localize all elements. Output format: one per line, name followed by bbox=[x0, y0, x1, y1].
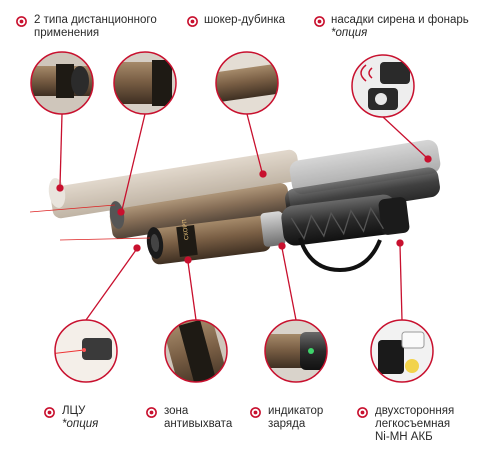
feature-siren-flashlight: насадки сирена и фонарь *опция bbox=[331, 14, 469, 39]
detail-stun-head bbox=[113, 51, 177, 115]
feature-stun-baton: шокер-дубинка bbox=[204, 14, 286, 26]
target-ring-icon bbox=[146, 407, 157, 418]
product-label: СКОРП bbox=[182, 219, 190, 240]
detail-battery bbox=[370, 319, 434, 383]
target-ring-icon bbox=[16, 16, 27, 27]
baton-front: СКОРП bbox=[146, 194, 410, 273]
baton-extended-ghost bbox=[48, 139, 441, 219]
target-ring-icon bbox=[187, 16, 198, 27]
target-ring-icon bbox=[314, 16, 325, 27]
detail-charge-indicator bbox=[264, 319, 328, 383]
target-ring-icon bbox=[250, 407, 261, 418]
detail-laser-pointer bbox=[54, 319, 118, 383]
detail-baton-body bbox=[215, 51, 279, 115]
detail-siren-flashlight bbox=[351, 54, 415, 118]
callout-connectors bbox=[56, 113, 432, 321]
laser-beam bbox=[29, 204, 116, 213]
detail-anti-grab bbox=[164, 319, 228, 383]
feature-battery: двухсторонняя легкосъемная Ni-MH АКБ bbox=[375, 405, 455, 443]
feature-laser: ЛЦУ *опция bbox=[62, 405, 99, 430]
feature-remote-types: 2 типа дистанционного применения bbox=[34, 14, 157, 39]
feature-anti-grab: зона антивыхвата bbox=[164, 405, 233, 430]
laser-beam bbox=[59, 237, 151, 241]
feature-charge-indicator: индикатор заряда bbox=[268, 405, 324, 430]
target-ring-icon bbox=[357, 407, 368, 418]
detail-remote-types bbox=[30, 51, 94, 115]
target-ring-icon bbox=[44, 407, 55, 418]
